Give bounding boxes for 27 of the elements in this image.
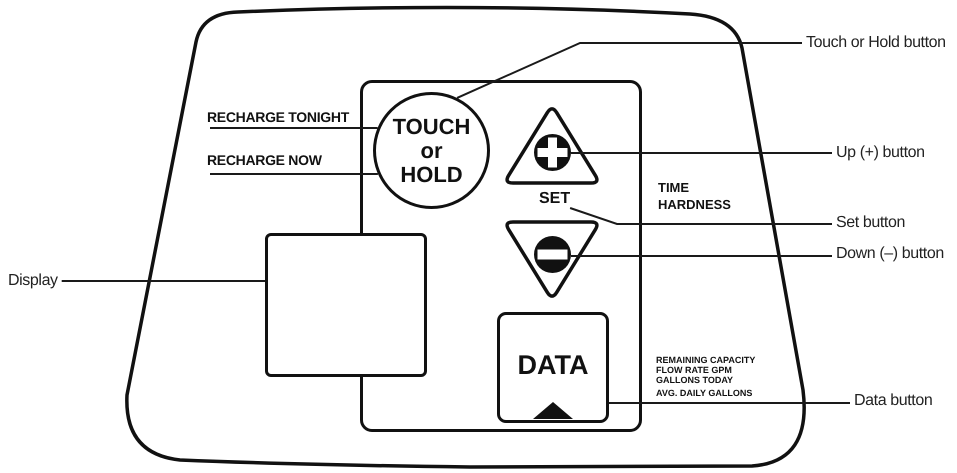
- leader-line: [456, 42, 802, 99]
- leader-line: [210, 173, 378, 175]
- touch-hold-button: TOUCH or HOLD: [373, 92, 490, 209]
- callout-label: Set button: [836, 213, 905, 232]
- function-label: RECHARGE NOW: [207, 150, 322, 170]
- data-mode-label: REMAINING CAPACITY: [656, 355, 756, 365]
- leader-line: [570, 207, 832, 225]
- mode-label: TIME: [658, 180, 690, 195]
- plus-button: [503, 104, 601, 185]
- display-screen: [265, 233, 427, 377]
- data-mode-label: AVG. DAILY GALLONS: [656, 388, 752, 398]
- callout-label: Up (+) button: [836, 143, 925, 162]
- function-label: RECHARGE TONIGHT: [207, 107, 349, 127]
- leader-line: [571, 255, 832, 257]
- callout-label: Data button: [854, 391, 932, 410]
- leader-line: [609, 402, 850, 404]
- leader-line: [571, 152, 832, 154]
- data-button: DATA: [497, 312, 609, 423]
- leader-line: [62, 280, 265, 282]
- callout-label: Display: [8, 271, 58, 290]
- data-mode-label: FLOW RATE GPM: [656, 365, 732, 375]
- leader-line: [210, 127, 378, 129]
- data-mode-label: GALLONS TODAY: [656, 375, 734, 385]
- mode-label: HARDNESS: [658, 197, 731, 212]
- set-label: SET: [539, 190, 570, 208]
- callout-label: Down (–) button: [836, 244, 944, 263]
- callout-label: Touch or Hold button: [806, 33, 946, 52]
